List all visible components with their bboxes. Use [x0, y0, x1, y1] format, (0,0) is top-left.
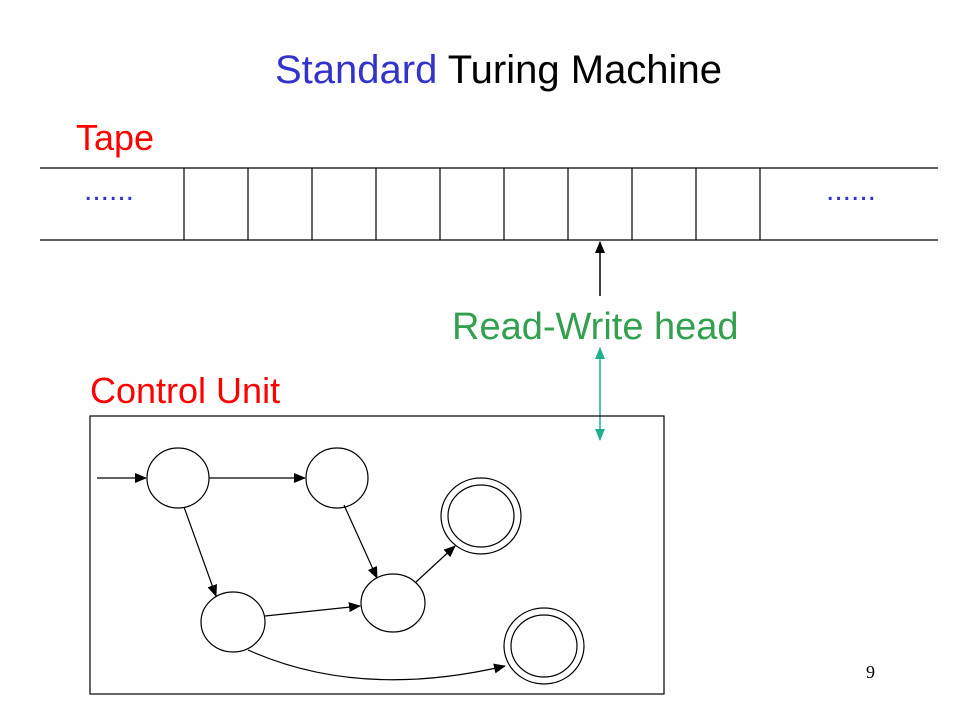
title-rest: Turing Machine	[437, 48, 722, 92]
transition-arrow	[415, 545, 456, 583]
control-unit-label: Control Unit	[90, 370, 281, 411]
tape	[40, 167, 938, 241]
accept-state-inner	[510, 614, 578, 678]
transition-arrow	[247, 649, 506, 681]
title-highlight: Standard	[275, 48, 438, 92]
accept-state-outer	[440, 477, 522, 555]
state	[360, 573, 426, 633]
accept-state-outer	[503, 607, 585, 685]
slide-title: Standard Turing Machine	[275, 50, 722, 90]
state-diagram	[146, 447, 585, 685]
transition-arrow	[183, 506, 217, 597]
accept-state-inner	[447, 484, 515, 548]
tape-label: Tape	[76, 117, 155, 158]
tape-ellipsis-left: ......	[84, 174, 135, 207]
state	[305, 447, 369, 509]
page-number: 9	[866, 662, 875, 682]
transition-arrow	[343, 504, 378, 579]
transitions	[97, 473, 506, 681]
tape-ellipsis-right: ......	[826, 174, 877, 207]
transition-arrow	[264, 602, 361, 617]
control-unit-box	[89, 415, 665, 695]
state-start	[146, 447, 210, 509]
state	[200, 591, 266, 653]
read-write-head-label: Read-Write head	[452, 306, 739, 348]
